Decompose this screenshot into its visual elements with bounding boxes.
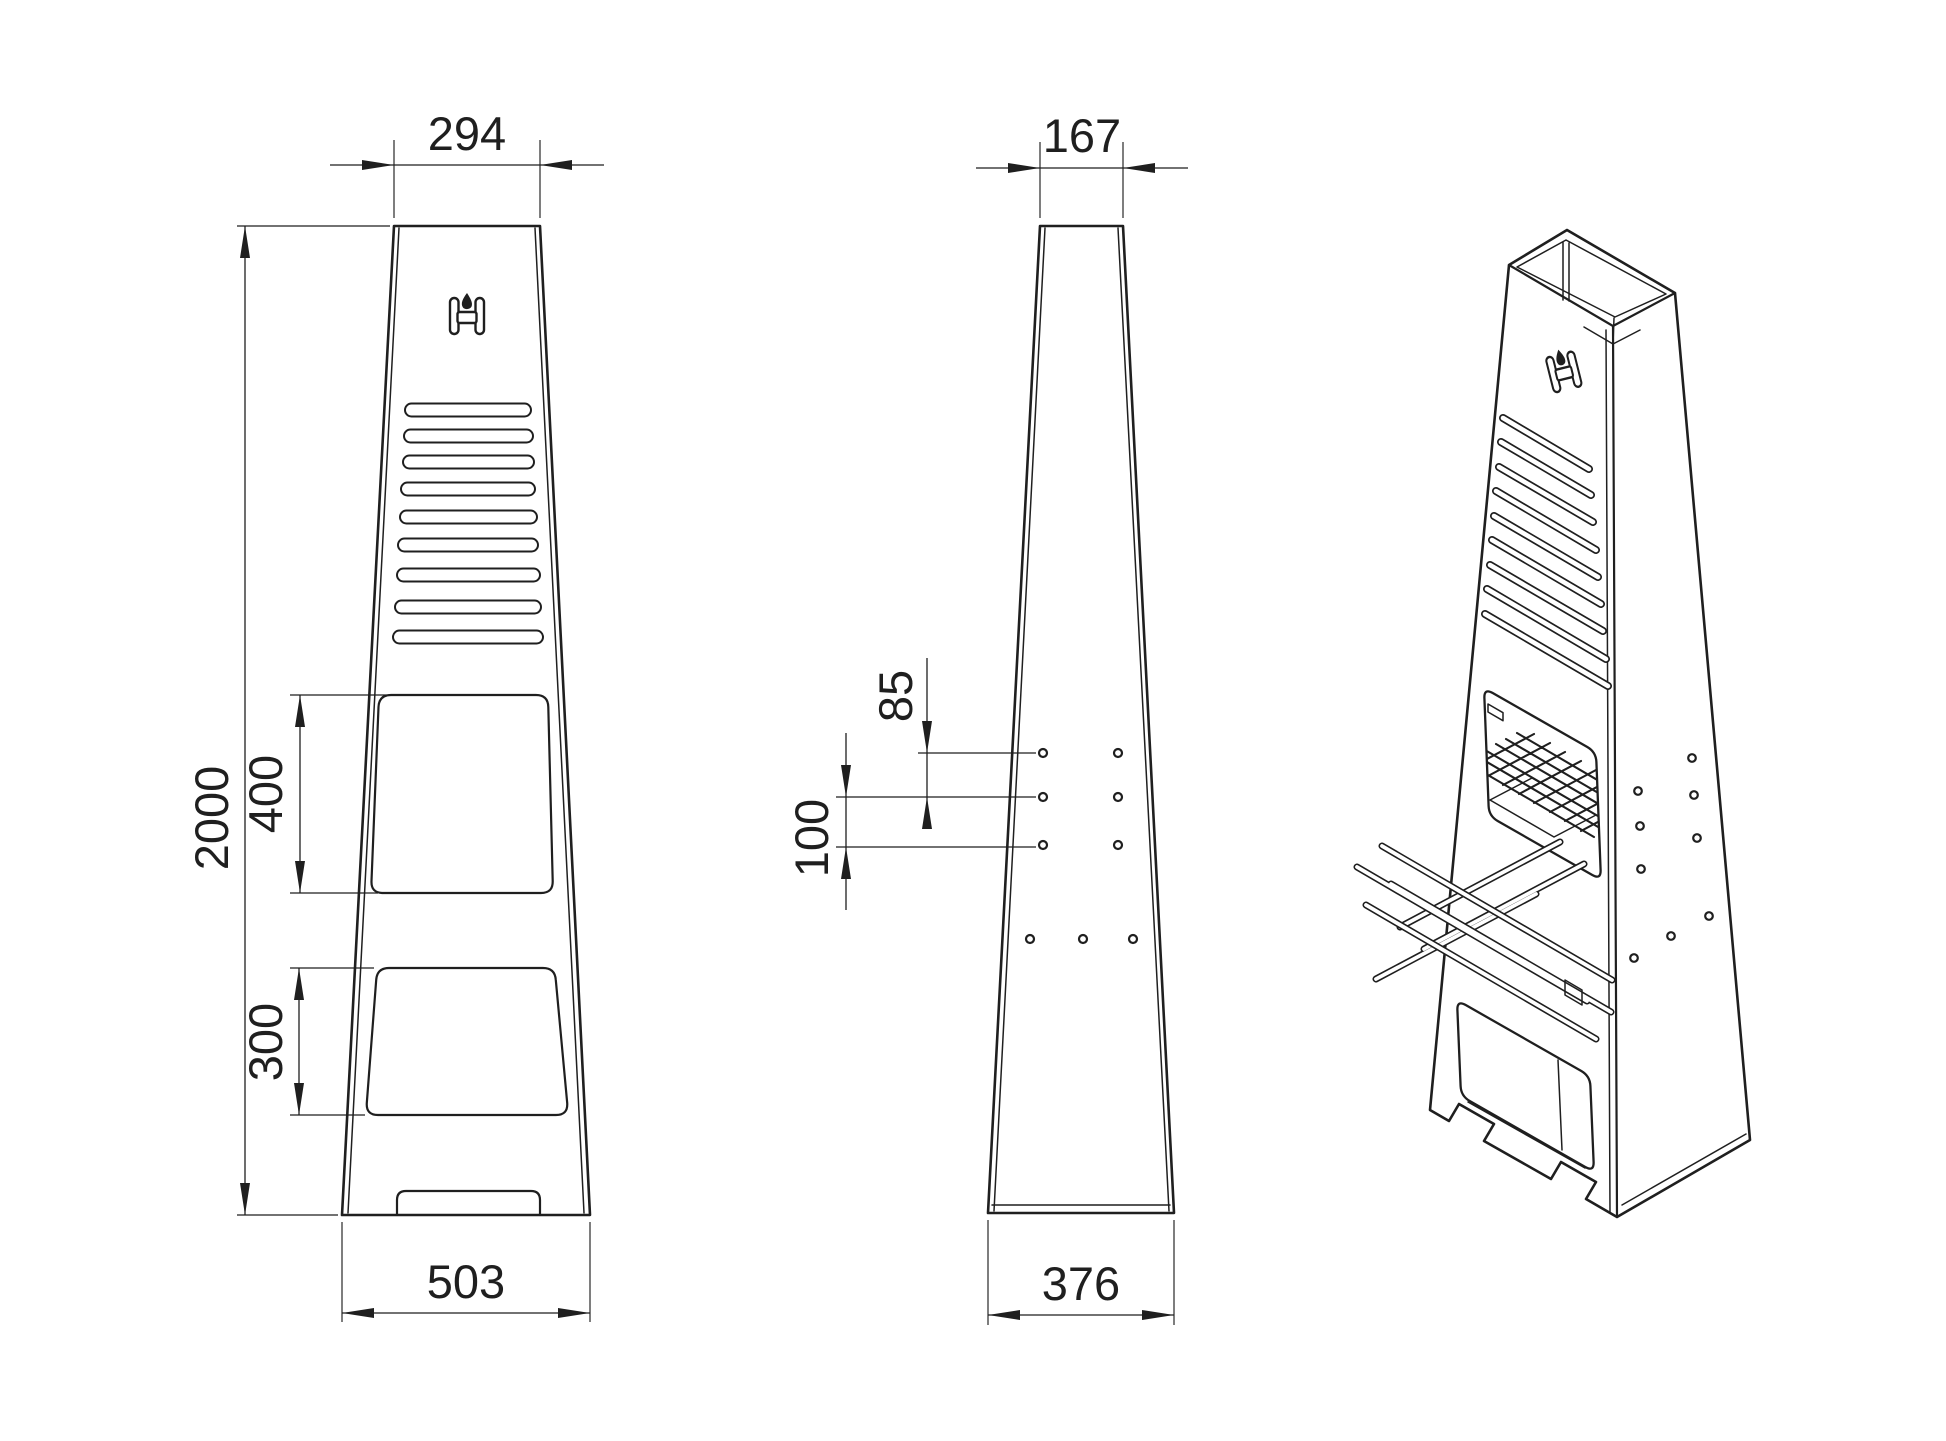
dim-front-overall-height: 2000 xyxy=(185,225,390,1216)
front-vent-slots xyxy=(392,402,544,645)
iso-edge-folds xyxy=(1605,329,1747,1214)
iso-silhouette xyxy=(1428,228,1752,1219)
side-fold-lines xyxy=(991,227,1171,1212)
iso-vent-slots xyxy=(1481,414,1612,690)
dim-label-400: 400 xyxy=(239,755,292,833)
dim-label-100: 100 xyxy=(785,799,838,877)
side-view xyxy=(986,224,1176,1215)
front-outline xyxy=(340,224,592,1217)
dim-side-hole-spacing-100: 100 xyxy=(785,733,851,910)
iso-firebox-handle-slot xyxy=(1487,703,1504,722)
dim-label-85: 85 xyxy=(869,670,922,722)
iso-storage-interior-lines xyxy=(1467,1059,1586,1169)
iso-front-corner-edge xyxy=(1611,324,1619,1219)
dim-label-376: 376 xyxy=(1042,1257,1120,1310)
iso-wood-storage-opening xyxy=(1456,1002,1595,1170)
dim-front-top-width: 294 xyxy=(330,107,604,218)
dim-label-2000: 2000 xyxy=(185,766,238,871)
iso-side-holes xyxy=(1629,753,1714,963)
isometric-view xyxy=(1353,228,1752,1219)
flame-h-monogram-icon xyxy=(448,291,486,336)
iso-firebox-opening xyxy=(1483,690,1602,878)
side-outline xyxy=(986,224,1176,1215)
dim-side-hole-spacing-85: 85 xyxy=(836,658,1036,848)
dim-side-bottom-depth: 376 xyxy=(987,1220,1175,1325)
dim-label-300: 300 xyxy=(239,1003,292,1081)
flame-h-monogram-icon xyxy=(1543,344,1584,395)
dim-front-upper-opening: 400 xyxy=(239,694,387,894)
front-wood-storage-opening xyxy=(365,966,569,1117)
dim-front-lower-opening: 300 xyxy=(239,967,374,1116)
iso-ash-pan xyxy=(1489,777,1597,838)
iso-rod-rack xyxy=(1353,838,1616,1043)
iso-top-rim-near-edges xyxy=(1507,263,1677,328)
front-foot-notch xyxy=(395,1189,542,1217)
dim-label-167: 167 xyxy=(1043,109,1121,162)
dim-front-bottom-width: 503 xyxy=(341,1222,591,1322)
iso-top-opening xyxy=(1516,239,1667,345)
iso-latch-slot xyxy=(1564,979,1583,1006)
front-fold-lines xyxy=(347,227,585,1214)
side-mounting-holes xyxy=(1024,747,1139,945)
dim-side-top-depth: 167 xyxy=(976,109,1188,218)
dim-label-294: 294 xyxy=(428,107,506,160)
front-view xyxy=(340,224,592,1217)
dim-label-503: 503 xyxy=(427,1255,505,1308)
iso-grill-grate xyxy=(1484,731,1601,839)
front-firebox-opening xyxy=(370,693,554,895)
